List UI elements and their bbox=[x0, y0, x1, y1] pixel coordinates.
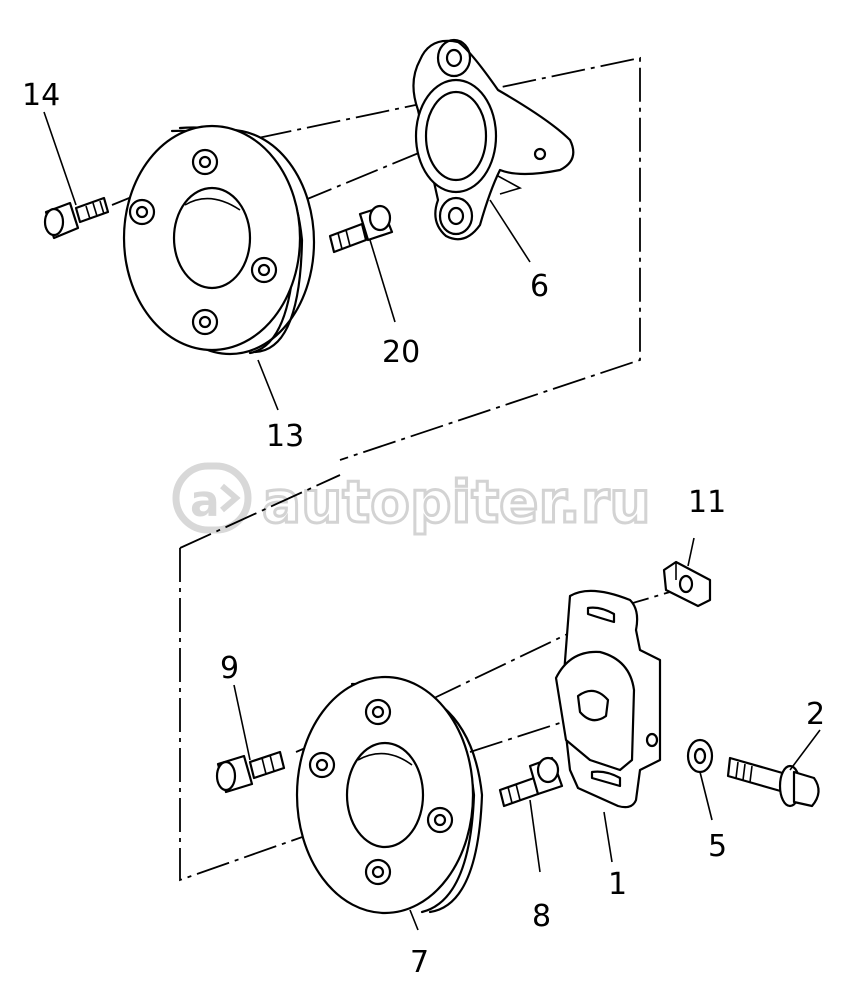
tab-washer bbox=[662, 560, 712, 608]
bolt-lower-left bbox=[215, 750, 286, 794]
callout-7: 7 bbox=[410, 945, 429, 980]
flange-bolt-right bbox=[726, 756, 820, 808]
callout-11: 11 bbox=[688, 485, 726, 520]
bolt-hole-right bbox=[250, 256, 278, 284]
bolt-upper-left bbox=[43, 196, 110, 240]
callout-8: 8 bbox=[532, 899, 551, 934]
watermark: a autopiter.ru bbox=[172, 462, 652, 538]
flange-disc-lower bbox=[295, 675, 484, 915]
bolt-hole-left bbox=[308, 751, 336, 779]
callout-20: 20 bbox=[382, 335, 420, 370]
svg-text:a: a bbox=[190, 476, 220, 527]
leader-lines-upper bbox=[43, 111, 531, 411]
bolt-lower-middle bbox=[498, 756, 564, 808]
callout-5: 5 bbox=[708, 829, 727, 864]
mounting-flange-upper bbox=[412, 38, 575, 241]
washer bbox=[686, 738, 714, 774]
flange-disc-upper bbox=[122, 124, 316, 356]
leader-lines-lower bbox=[233, 537, 821, 931]
callout-13: 13 bbox=[266, 419, 304, 454]
watermark-text: autopiter.ru bbox=[262, 468, 651, 536]
callout-2: 2 bbox=[806, 697, 825, 732]
bolt-hole-right bbox=[426, 806, 454, 834]
bolt-upper-middle bbox=[328, 204, 394, 254]
bolt-hole-bottom bbox=[191, 308, 219, 336]
bolt-hole-top bbox=[364, 698, 392, 726]
bolt-hole-bottom bbox=[364, 858, 392, 886]
bolt-hole-left bbox=[128, 198, 156, 226]
callout-1: 1 bbox=[608, 867, 627, 902]
callout-9: 9 bbox=[220, 651, 239, 686]
bolt-hole-top bbox=[191, 148, 219, 176]
callout-14: 14 bbox=[22, 78, 60, 113]
bracket bbox=[554, 589, 662, 809]
autopiter-logo-icon: a bbox=[172, 462, 252, 534]
callout-6: 6 bbox=[530, 269, 549, 304]
